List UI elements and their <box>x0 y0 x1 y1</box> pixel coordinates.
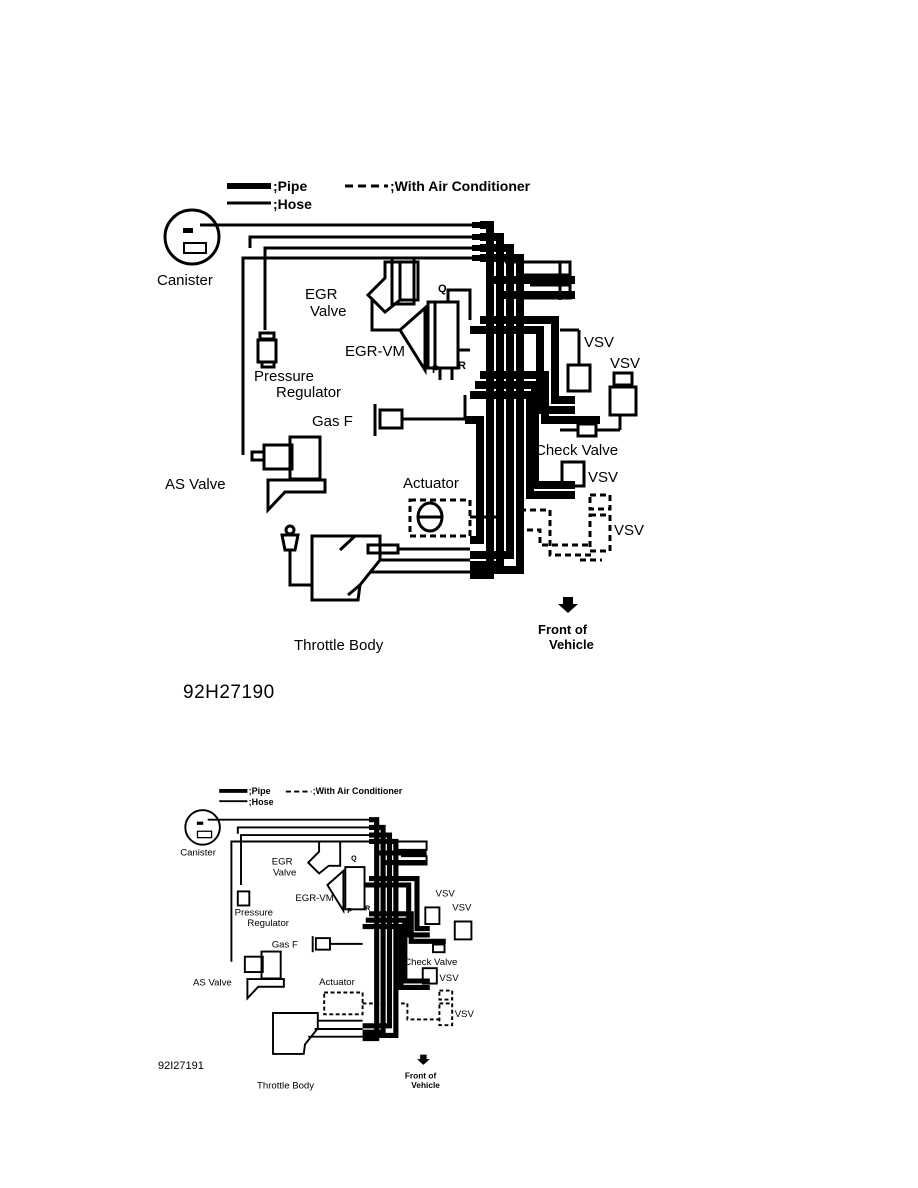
vsv-3-label: VSV <box>588 469 618 486</box>
actuator-label: Actuator <box>403 475 459 492</box>
actuator <box>408 498 595 557</box>
vacuum-diagram-1: ;Pipe ;Hose ;With Air Conditioner Canist… <box>157 178 644 654</box>
front-label-1: Front of <box>538 622 588 637</box>
vsv-4 <box>580 493 612 562</box>
egr-vm <box>398 288 472 380</box>
vsv-1-label: VSV <box>584 334 614 351</box>
vsv-2-label: VSV <box>610 355 640 372</box>
figure-code-1: 92H27190 <box>183 682 275 703</box>
check-valve-label: Check Valve <box>535 442 618 459</box>
r-label: R <box>458 360 466 372</box>
canister <box>163 208 221 266</box>
legend-ac-label: ;With Air Conditioner <box>390 178 531 194</box>
vsv-3 <box>560 460 586 488</box>
canister-label: Canister <box>157 272 213 289</box>
legend-pipe-swatch <box>227 183 271 189</box>
throttle-body <box>280 524 470 602</box>
check-valve <box>560 422 620 438</box>
gas-filter <box>373 395 467 436</box>
pressure-regulator <box>256 331 278 369</box>
front-label-2: Vehicle <box>549 637 594 652</box>
egr-valve-label-1: EGR <box>305 286 338 303</box>
p-label: P <box>432 364 439 376</box>
egr-vm-label: EGR-VM <box>345 343 405 360</box>
egr-valve <box>365 256 420 332</box>
as-valve <box>250 435 327 514</box>
vsv-4-label: VSV <box>614 522 644 539</box>
gas-filter-label: Gas F <box>312 413 353 430</box>
q-label: Q <box>438 283 447 295</box>
pressure-regulator-label-2: Regulator <box>276 384 341 401</box>
vsv-2 <box>608 371 638 430</box>
front-arrow-icon <box>558 597 578 613</box>
legend-hose-label: ;Hose <box>273 196 312 212</box>
pressure-regulator-label-1: Pressure <box>254 368 314 385</box>
legend-pipe-label: ;Pipe <box>273 178 307 194</box>
as-valve-label: AS Valve <box>165 476 226 493</box>
vsv-1 <box>560 328 592 393</box>
throttle-body-label: Throttle Body <box>294 637 384 654</box>
figure-code-2: 92I27191 <box>158 1060 204 1072</box>
egr-valve-label-2: Valve <box>310 303 346 320</box>
